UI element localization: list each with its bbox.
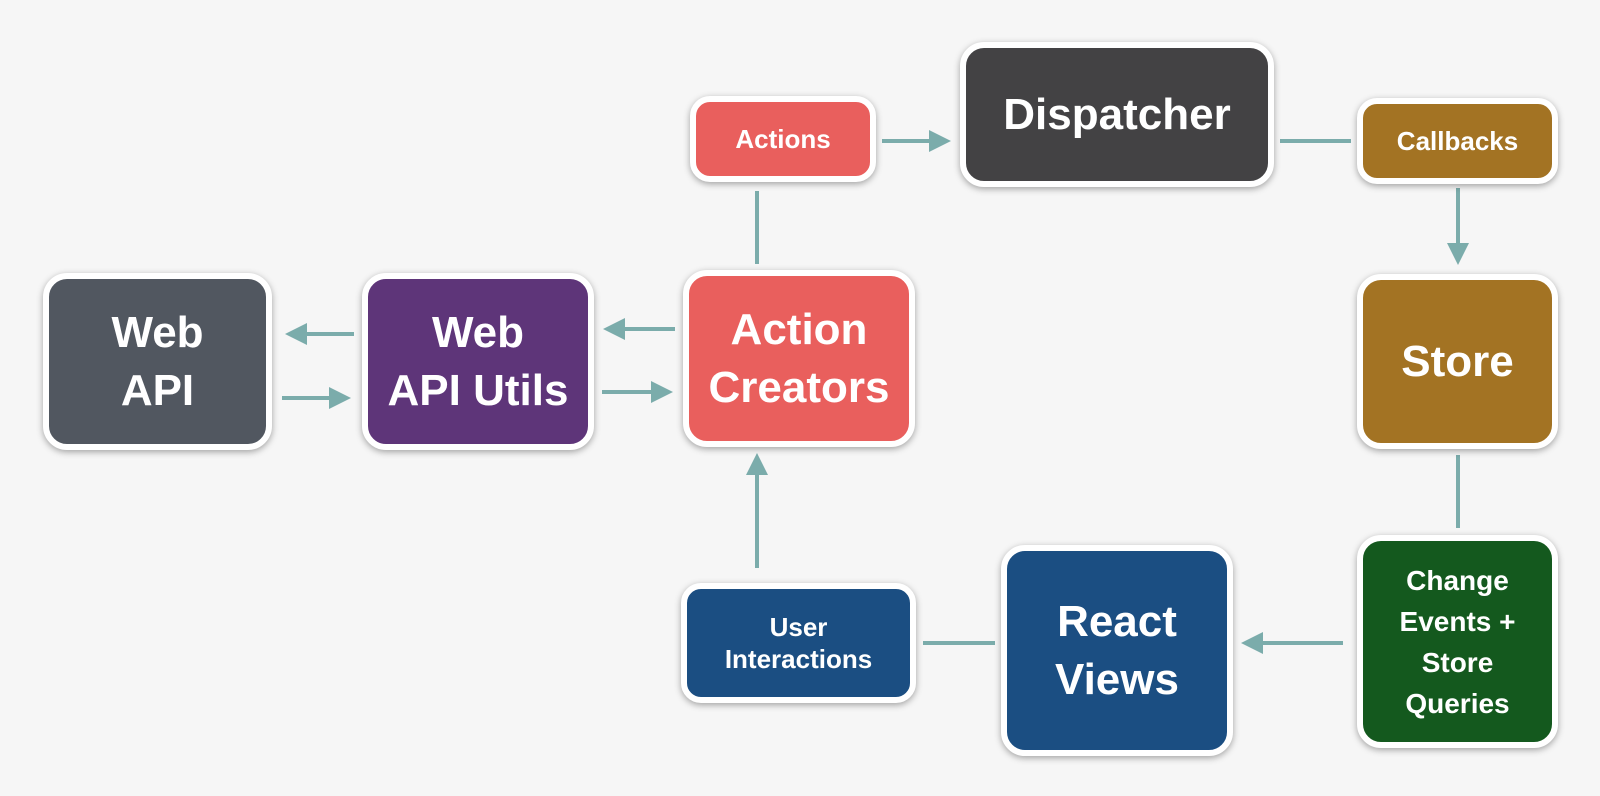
node-react-views: React Views [1001,545,1233,756]
node-actions: Actions [690,96,876,182]
node-web-api-utils: Web API Utils [362,273,594,450]
node-user-interactions: User Interactions [681,583,916,703]
node-change-events-store-queries: Change Events + Store Queries [1357,535,1558,748]
node-web-api: Web API [43,273,272,450]
node-callbacks: Callbacks [1357,98,1558,184]
node-store: Store [1357,274,1558,449]
node-action-creators: Action Creators [683,270,915,447]
node-dispatcher: Dispatcher [960,42,1274,187]
